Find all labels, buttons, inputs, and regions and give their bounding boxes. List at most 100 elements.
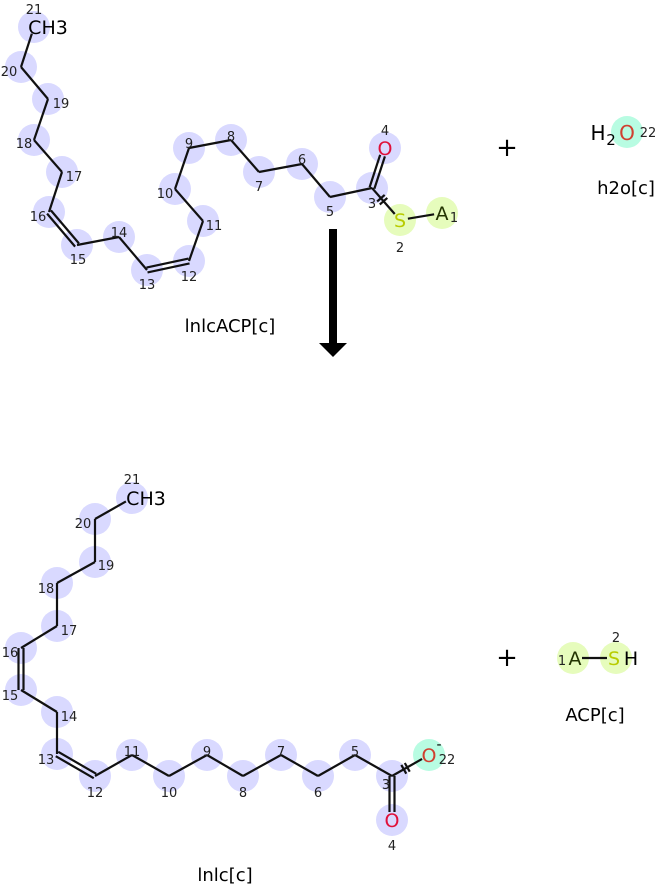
atom-number: 15	[2, 689, 19, 704]
atom-number: 20	[1, 65, 18, 80]
bond	[94, 754, 133, 777]
atom-highlight	[557, 642, 589, 674]
bond	[206, 754, 244, 777]
bond	[258, 162, 303, 174]
atom-number: 3	[382, 778, 390, 793]
oxygen-symbol: O	[422, 745, 437, 767]
bond	[131, 754, 170, 777]
bond	[317, 754, 356, 777]
atom-number: 19	[53, 97, 70, 112]
bond	[174, 188, 204, 222]
atom-highlight	[426, 197, 458, 229]
oxygen-symbol: O	[385, 810, 400, 832]
double-bond	[55, 755, 95, 780]
double-bond	[368, 154, 382, 188]
atom-number: 4	[388, 839, 396, 854]
cleavage-mark	[403, 762, 411, 773]
atom-highlight	[116, 482, 148, 514]
oxygen-symbol: O	[378, 138, 393, 160]
cleavage-mark	[400, 764, 408, 775]
atom-number: 7	[255, 180, 263, 195]
atom-number: 10	[157, 187, 174, 202]
hydrogen-count: 2	[606, 131, 616, 149]
atom-number: 13	[38, 753, 55, 768]
bond	[242, 754, 282, 777]
reactant-name-h2o: h2o[c]	[597, 178, 655, 199]
atom-number: 19	[98, 559, 115, 574]
atom-symbol: CH3	[28, 17, 68, 39]
oxygen-symbol: O	[619, 121, 635, 145]
atom-number: 13	[139, 278, 156, 293]
double-bond	[146, 257, 189, 269]
atom-highlight	[369, 132, 401, 164]
atom-number: 21	[124, 473, 141, 488]
atom-number: 6	[298, 153, 306, 168]
water-molecule: H 2 O 22	[590, 116, 656, 149]
atom-number: 4	[381, 124, 389, 139]
atom-number: 1	[558, 654, 566, 669]
atom-highlight	[600, 642, 632, 674]
bond	[20, 625, 58, 649]
atom-number: 17	[61, 624, 78, 639]
hydrogen-symbol: H	[590, 121, 605, 145]
bond	[407, 213, 435, 220]
reactant-name-lnlcacp: lnlcACP[c]	[185, 316, 276, 337]
sulfur-symbol: S	[608, 648, 620, 670]
bond	[230, 139, 260, 173]
acp-atom-symbol: A	[569, 648, 582, 670]
bond	[188, 138, 232, 150]
atom-number: 2	[396, 241, 404, 256]
bond	[187, 220, 205, 262]
bond	[76, 235, 120, 247]
bond	[118, 236, 148, 271]
acp-atom-symbol: A	[436, 203, 449, 225]
bond	[168, 754, 208, 777]
bond	[280, 754, 319, 777]
reaction-arrow	[319, 229, 347, 357]
bond	[301, 163, 331, 198]
double-bond	[50, 209, 80, 245]
atom-number: 6	[314, 786, 322, 801]
double-bond	[46, 212, 76, 248]
atom-number: 21	[26, 3, 43, 18]
product-name-lnlc: lnlc[c]	[197, 865, 252, 885]
bond	[173, 147, 191, 190]
atom-highlight	[18, 11, 50, 43]
bond	[19, 33, 33, 68]
atom-number: 14	[111, 226, 128, 241]
hydrogen-symbol: H	[624, 648, 638, 670]
bond	[354, 754, 393, 777]
double-bond	[373, 156, 386, 190]
bond	[56, 561, 96, 584]
bond	[33, 139, 63, 173]
atom-number: 18	[16, 137, 33, 152]
atom-number: 8	[227, 130, 235, 145]
atom-number: 14	[61, 710, 78, 725]
atom-highlight	[413, 739, 445, 771]
bond	[20, 689, 58, 713]
cleavage-mark	[379, 197, 389, 206]
atom-number: 11	[124, 745, 141, 760]
atom-number: 16	[2, 646, 19, 661]
atom-number: 5	[351, 745, 359, 760]
double-bond	[57, 750, 97, 775]
atom-number: 2	[612, 631, 620, 646]
atom-number: 15	[70, 253, 87, 268]
charge-sign: -	[436, 737, 441, 753]
atom-number: 10	[161, 786, 178, 801]
atom-highlight	[376, 804, 408, 836]
atom-number: 22	[640, 126, 657, 141]
bond	[47, 171, 64, 213]
product-name-acp: ACP[c]	[565, 705, 624, 726]
atom-symbol: CH3	[126, 488, 166, 510]
atom-number: 20	[75, 517, 92, 532]
cleavage-mark	[376, 194, 386, 203]
atom-number: 7	[277, 745, 285, 760]
atom-number: 16	[30, 210, 47, 225]
atom-number: 22	[439, 753, 456, 768]
atom-number: 8	[239, 786, 247, 801]
atom-number: 9	[203, 745, 211, 760]
atom-number: 17	[66, 170, 83, 185]
atom-number: 12	[87, 786, 104, 801]
